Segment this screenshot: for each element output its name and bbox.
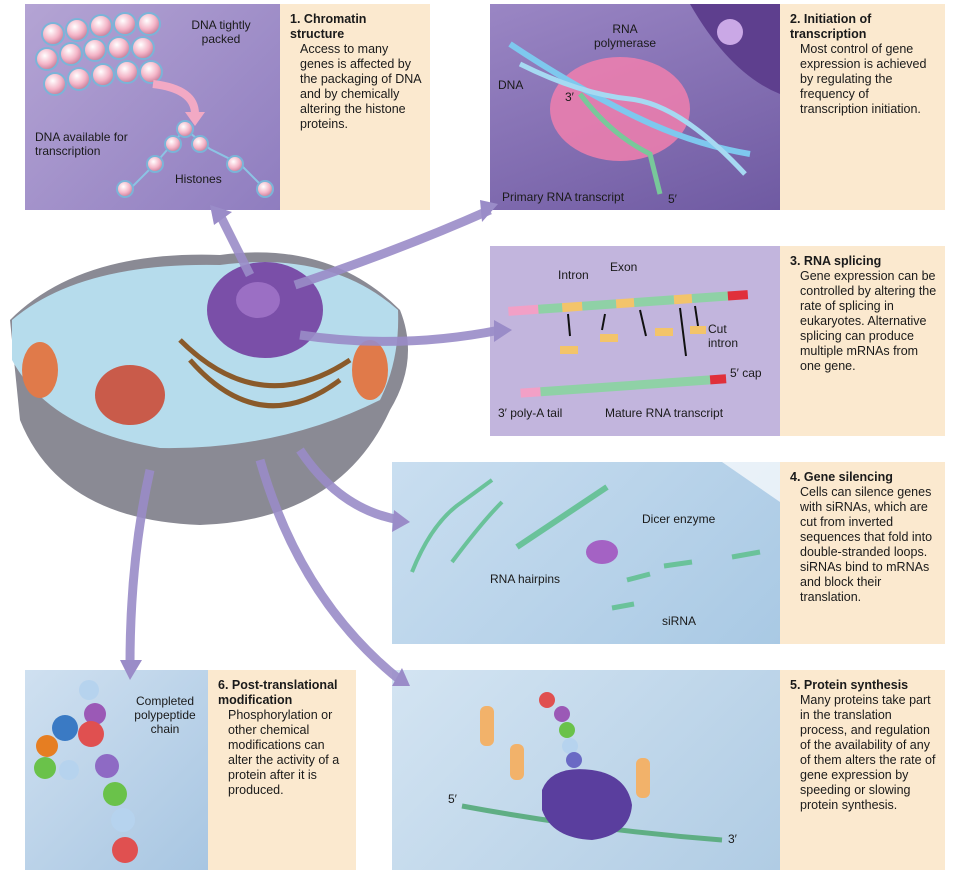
label-mature-transcript: Mature RNA transcript xyxy=(605,406,724,420)
cell-illustration xyxy=(10,252,408,525)
dicer-enzyme xyxy=(586,540,618,564)
splicing-title: 3. RNA splicing xyxy=(790,254,937,269)
posttranslational-illustration: Completed polypeptide chain xyxy=(25,670,208,870)
sirna-fragments xyxy=(611,549,761,611)
label-five-cap: 5′ cap xyxy=(730,366,762,380)
splicing-text-box: 3. RNA splicing Gene expression can be c… xyxy=(780,246,945,436)
silencing-title: 4. Gene silencing xyxy=(790,470,937,485)
initiation-body: Most control of gene expression is achie… xyxy=(800,42,927,116)
chromatin-body: Access to many genes is affected by the … xyxy=(300,42,421,131)
chromatin-number: 1. xyxy=(290,12,301,26)
label-sirna: siRNA xyxy=(662,614,697,628)
label-histones: Histones xyxy=(175,172,222,186)
polypeptide-chain xyxy=(34,680,138,863)
posttranslational-title: 6. Post-translational modification xyxy=(218,678,348,708)
splicing-body: Gene expression can be controlled by alt… xyxy=(800,269,937,373)
primary-transcript xyxy=(578,92,663,195)
splicing-drawing xyxy=(508,290,749,398)
nuclear-pore xyxy=(717,19,743,45)
label-exon: Exon xyxy=(610,260,638,274)
posttranslational-body: Phosphorylation or other chemical modifi… xyxy=(228,708,340,797)
synthesis-title-text: Protein synthesis xyxy=(803,678,909,692)
silencing-title-text: Gene silencing xyxy=(803,470,893,484)
label-five-prime-mrna: 5′ xyxy=(448,792,457,806)
synthesis-title: 5. Protein synthesis xyxy=(790,678,937,693)
nuclear-envelope xyxy=(690,4,780,94)
splicing-number: 3. xyxy=(790,254,801,268)
golgi xyxy=(95,365,165,425)
chromatin-text-box: 1. Chromatin structure Access to many ge… xyxy=(280,4,430,210)
chromatin-illustration: DNA tightly packed DNA available for tra… xyxy=(25,4,280,210)
splicing-title-text: RNA splicing xyxy=(803,254,882,268)
label-cut-intron: Cut intron xyxy=(708,322,739,350)
polypeptide-drawing xyxy=(34,680,138,863)
endoplasmic-reticulum xyxy=(178,338,352,389)
growing-polypeptide xyxy=(539,692,582,768)
splice-arrows xyxy=(567,305,699,357)
rna-hairpins xyxy=(410,478,504,573)
transcription-illustration: RNA polymerase DNA 3′ 5′ Primary RNA tra… xyxy=(490,4,780,210)
nucleus xyxy=(207,262,323,358)
trna-molecules xyxy=(480,706,650,798)
mature-mrna xyxy=(520,374,727,398)
silencing-number: 4. xyxy=(790,470,801,484)
cut-introns xyxy=(560,326,706,354)
synthesis-drawing xyxy=(461,692,723,843)
synthesis-body: Many proteins take part in the translati… xyxy=(800,693,936,812)
mitochondrion-left xyxy=(22,342,58,398)
mitochondrion-right xyxy=(352,340,388,400)
label-intron: Intron xyxy=(558,268,589,282)
synthesis-text-box: 5. Protein synthesis Many proteins take … xyxy=(780,670,945,870)
initiation-title-text: Initiation of transcription xyxy=(790,12,872,41)
transcription-drawing xyxy=(508,4,780,195)
initiation-text-box: 2. Initiation of transcription Most cont… xyxy=(780,4,945,210)
splicing-illustration: Intron Exon Cut intron 5′ cap 3′ poly-A … xyxy=(490,246,780,436)
chromatin-title-text: Chromatin structure xyxy=(290,12,367,41)
label-rna-hairpins: RNA hairpins xyxy=(490,572,561,586)
loose-nucleosomes xyxy=(116,120,274,198)
label-polya-tail: 3′ poly-A tail xyxy=(498,406,563,420)
packed-nucleosomes xyxy=(35,12,163,96)
posttranslational-text-box: 6. Post-translational modification Phosp… xyxy=(208,670,356,870)
initiation-number: 2. xyxy=(790,12,801,26)
label-dna-tightly-packed: DNA tightly packed xyxy=(191,18,251,46)
silencing-illustration: Dicer enzyme RNA hairpins siRNA xyxy=(392,462,780,644)
initiation-title: 2. Initiation of transcription xyxy=(790,12,937,42)
label-five-prime: 5′ xyxy=(668,192,677,206)
label-three-prime-mrna: 3′ xyxy=(728,832,737,846)
double-stranded-rna xyxy=(515,484,609,550)
label-three-prime: 3′ xyxy=(565,90,574,104)
label-rna-polymerase: RNA polymerase xyxy=(593,22,657,50)
silencing-text-box: 4. Gene silencing Cells can silence gene… xyxy=(780,462,945,644)
chromatin-drawing xyxy=(35,12,274,198)
label-polypeptide-chain: Completed polypeptide chain xyxy=(134,694,196,736)
label-dna-available: DNA available for transcription xyxy=(35,130,128,158)
silencing-body: Cells can silence genes with siRNAs, whi… xyxy=(800,485,933,604)
label-dicer-enzyme: Dicer enzyme xyxy=(642,512,716,526)
unpack-arrow xyxy=(152,80,199,115)
chromatin-title: 1. Chromatin structure xyxy=(290,12,422,42)
label-primary-transcript: Primary RNA transcript xyxy=(502,190,625,204)
pre-mrna xyxy=(508,290,749,316)
synthesis-illustration: 5′ 3′ xyxy=(392,670,780,870)
silencing-drawing xyxy=(410,462,780,611)
posttranslational-title-text: Post-translational modification xyxy=(218,678,338,707)
synthesis-number: 5. xyxy=(790,678,801,692)
posttranslational-number: 6. xyxy=(218,678,229,692)
label-dna: DNA xyxy=(498,78,524,92)
ribosome xyxy=(542,769,632,840)
